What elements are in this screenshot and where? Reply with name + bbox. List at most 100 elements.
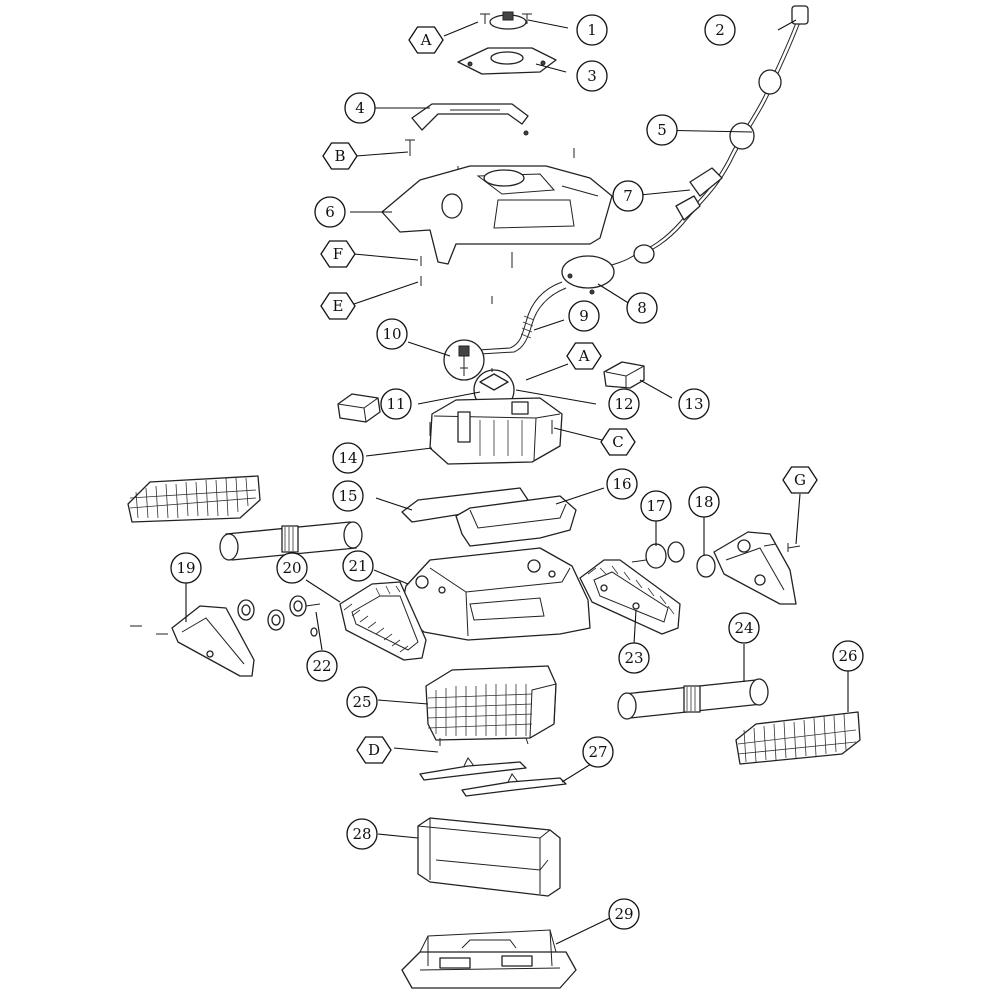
callout-text: G (794, 471, 806, 489)
circle-badge (618, 642, 650, 674)
hexagon-badge (320, 240, 356, 268)
part-number-callout-19: 19 (170, 552, 202, 584)
part-number-callout-21: 21 (342, 550, 374, 582)
callout-text: 3 (587, 67, 597, 85)
roller-left (219, 521, 363, 561)
part-4-handle (411, 103, 529, 136)
callout-text: 14 (338, 449, 357, 467)
callout-text: 25 (352, 693, 371, 711)
callout-text: 18 (694, 493, 713, 511)
circle-badge (582, 736, 614, 768)
callout-text: 9 (579, 307, 589, 325)
part-number-callout-29: 29 (608, 898, 640, 930)
part-10-connector (443, 339, 485, 381)
circle-badge (332, 442, 364, 474)
callout-text: F (333, 245, 343, 263)
circle-badge (332, 480, 364, 512)
callout-text: B (334, 147, 345, 165)
circle-badge (342, 550, 374, 582)
bearings-left (237, 595, 321, 637)
part-13-block (603, 361, 645, 389)
part-number-callout-22: 22 (306, 650, 338, 682)
part-23-track (579, 559, 681, 635)
part-number-callout-23: 23 (618, 642, 650, 674)
part-6-cover (381, 165, 613, 265)
callout-text: 15 (338, 487, 357, 505)
hexagon-badge (408, 26, 444, 54)
part-number-callout-11: 11 (380, 388, 412, 420)
circle-badge (276, 552, 308, 584)
circle-badge (608, 898, 640, 930)
circle-badge (376, 318, 408, 350)
part-28-frame (417, 817, 561, 897)
hexagon-badge (320, 292, 356, 320)
part-number-callout-9: 9 (568, 300, 600, 332)
screw-g (787, 543, 801, 552)
part-number-callout-20: 20 (276, 552, 308, 584)
letter-label-D: D (356, 736, 392, 764)
part-number-callout-25: 25 (346, 686, 378, 718)
part-number-callout-15: 15 (332, 480, 364, 512)
callout-text: 6 (325, 203, 335, 221)
callout-text: 26 (838, 647, 857, 665)
part-16-skirt (455, 495, 577, 547)
circle-badge (608, 388, 640, 420)
part-number-callout-10: 10 (376, 318, 408, 350)
callout-text: 4 (355, 99, 365, 117)
hexagon-badge (356, 736, 392, 764)
circle-badge (626, 292, 658, 324)
part-number-callout-27: 27 (582, 736, 614, 768)
callout-text: D (368, 741, 380, 759)
callout-text: A (578, 347, 590, 365)
part-number-callout-14: 14 (332, 442, 364, 474)
hexagon-badge (782, 466, 818, 494)
callout-text: 13 (684, 395, 703, 413)
brush-left (127, 475, 261, 523)
part-number-callout-24: 24 (728, 612, 760, 644)
callout-text: 21 (348, 557, 367, 575)
circle-badge (576, 14, 608, 46)
part-number-callout-1: 1 (576, 14, 608, 46)
callout-text: 16 (612, 475, 631, 493)
circle-badge (612, 180, 644, 212)
callout-text: 27 (588, 743, 607, 761)
part-17-gear (631, 541, 685, 569)
circle-badge (728, 612, 760, 644)
part-number-callout-6: 6 (314, 196, 346, 228)
part-number-callout-26: 26 (832, 640, 864, 672)
circle-badge (314, 196, 346, 228)
leader-lines (185, 19, 849, 945)
circle-badge (568, 300, 600, 332)
part-3-top-plate (457, 47, 557, 75)
circle-badge (640, 490, 672, 522)
circle-badge (170, 552, 202, 584)
part-24-roller (617, 678, 769, 720)
callout-text: 7 (623, 187, 633, 205)
part-27-clips (419, 757, 567, 797)
circle-badge (688, 486, 720, 518)
part-14-motor-unit (429, 397, 563, 465)
callout-text: 22 (312, 657, 331, 675)
part-29-caddy (401, 929, 577, 989)
circle-badge (380, 388, 412, 420)
callout-text: 19 (176, 559, 195, 577)
letter-label-E: E (320, 292, 356, 320)
callout-text: E (333, 297, 344, 315)
part-8-junction (561, 255, 615, 295)
part-number-callout-16: 16 (606, 468, 638, 500)
callout-text: 11 (386, 395, 405, 413)
circle-badge (346, 818, 378, 850)
callout-text: C (612, 433, 623, 451)
part-number-callout-4: 4 (344, 92, 376, 124)
part-19-side-plate (130, 605, 255, 677)
letter-label-G: G (782, 466, 818, 494)
callout-text: 8 (637, 299, 647, 317)
part-number-callout-18: 18 (688, 486, 720, 518)
part-number-callout-2: 2 (704, 14, 736, 46)
circle-badge (606, 468, 638, 500)
part-number-callout-28: 28 (346, 818, 378, 850)
hexagon-badge (566, 342, 602, 370)
callout-text: A (420, 31, 432, 49)
callout-text: 2 (715, 21, 725, 39)
